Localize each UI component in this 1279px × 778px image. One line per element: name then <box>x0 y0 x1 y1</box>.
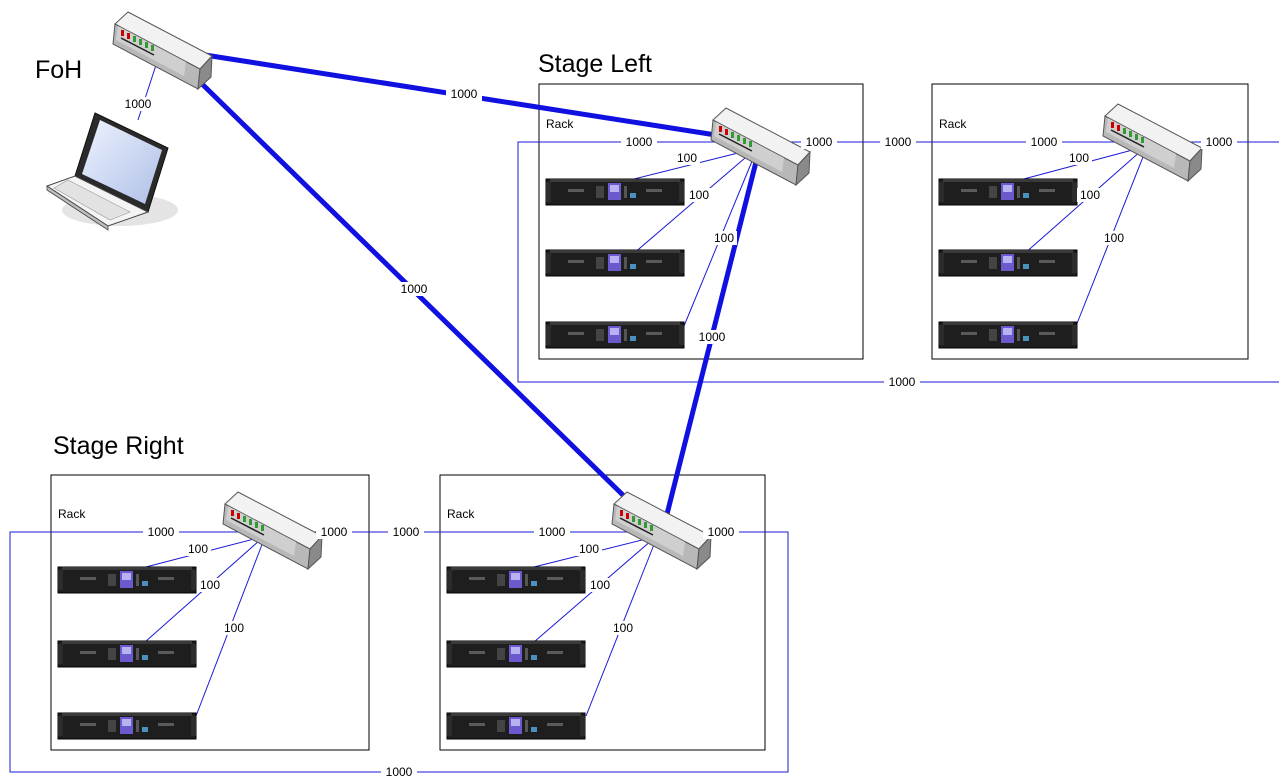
link-speed-label: 100 <box>689 188 709 202</box>
amplifier-icon <box>938 178 1078 206</box>
link-speed-label: 1000 <box>1206 135 1233 149</box>
link-speed-label: 1000 <box>321 525 348 539</box>
link-foh-laptop <box>137 61 158 121</box>
link-sl1-amp2 <box>632 151 753 255</box>
rack-stage-left-1 <box>538 83 864 360</box>
amplifier-icon <box>938 321 1078 349</box>
link-speed-label: 1000 <box>386 765 413 778</box>
amplifier-icon <box>57 566 197 594</box>
link-speed-label: 1000 <box>401 282 428 296</box>
link-speed-label: 1000 <box>806 135 833 149</box>
amplifier-icon <box>57 712 197 740</box>
amplifier-icon <box>938 249 1078 277</box>
link-speed-label: 100 <box>1104 231 1124 245</box>
link-speed-label: 100 <box>590 578 610 592</box>
link-speed-label: 1000 <box>539 525 566 539</box>
link-speed-label: 1000 <box>148 525 175 539</box>
link-speed-label: 100 <box>579 542 599 556</box>
network-switch-icon <box>112 11 213 90</box>
amplifier-icon <box>545 249 685 277</box>
stage-left-title: Stage Left <box>538 50 652 78</box>
rack-stage-left-2 <box>931 83 1249 360</box>
link-speed-label: 100 <box>714 231 734 245</box>
link-speed-label: 1000 <box>708 525 735 539</box>
laptop-icon <box>45 112 178 231</box>
amplifier-icon <box>446 566 586 594</box>
link-speed-label: 1000 <box>889 375 916 389</box>
rack-stage-right-1 <box>50 474 370 751</box>
amplifier-icon <box>545 178 685 206</box>
link-labels: 1000 1000 1000 1000 1000 1000 1000 100 1… <box>120 87 1237 778</box>
link-speed-label: 100 <box>613 621 633 635</box>
rack-title-sl1: Rack <box>546 117 574 131</box>
link-speed-label: 100 <box>1080 188 1100 202</box>
link-speed-label: 1000 <box>125 97 152 111</box>
link-speed-label: 1000 <box>885 135 912 149</box>
link-speed-label: 100 <box>200 578 220 592</box>
link-speed-label: 100 <box>188 542 208 556</box>
link-speed-label: 100 <box>224 621 244 635</box>
rack-stage-right-2 <box>439 474 766 751</box>
rack-title-sr1: Rack <box>58 507 86 521</box>
link-speed-label: 100 <box>677 151 697 165</box>
amplifier-icon <box>446 640 586 668</box>
link-speed-label: 1000 <box>451 87 478 101</box>
stage-right-title: Stage Right <box>53 432 184 460</box>
rack-title-sl2: Rack <box>939 117 967 131</box>
amplifier-icon <box>57 640 197 668</box>
link-speed-label: 1000 <box>699 330 726 344</box>
amplifier-icon <box>446 712 586 740</box>
link-speed-label: 1000 <box>1031 135 1058 149</box>
amplifier-icon <box>545 321 685 349</box>
link-speed-label: 100 <box>1069 151 1089 165</box>
rack-title-sr2: Rack <box>447 507 475 521</box>
link-speed-label: 1000 <box>393 525 420 539</box>
link-speed-label: 1000 <box>626 135 653 149</box>
foh-title: FoH <box>35 56 82 84</box>
